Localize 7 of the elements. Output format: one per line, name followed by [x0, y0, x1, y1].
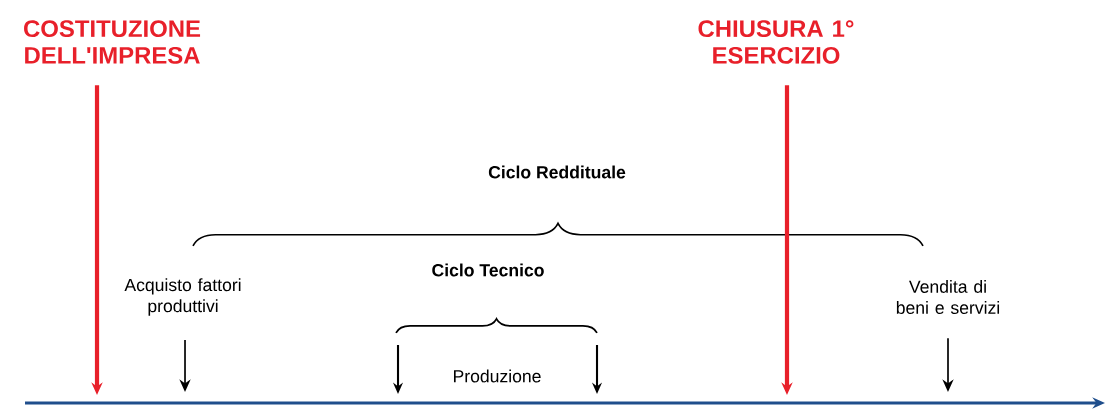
cycle-label: Ciclo Tecnico: [432, 263, 544, 277]
cycle-label: Ciclo Reddituale: [488, 165, 626, 179]
event-label: Acquisto fattori produttivi: [124, 278, 241, 316]
event-label: CHIUSURA 1° ESERCIZIO: [698, 20, 854, 64]
event-label: COSTITUZIONE DELL'IMPRESA: [24, 20, 201, 64]
event-label: Vendita di beni e servizi: [896, 280, 1000, 314]
phase-label: Produzione: [454, 369, 541, 383]
